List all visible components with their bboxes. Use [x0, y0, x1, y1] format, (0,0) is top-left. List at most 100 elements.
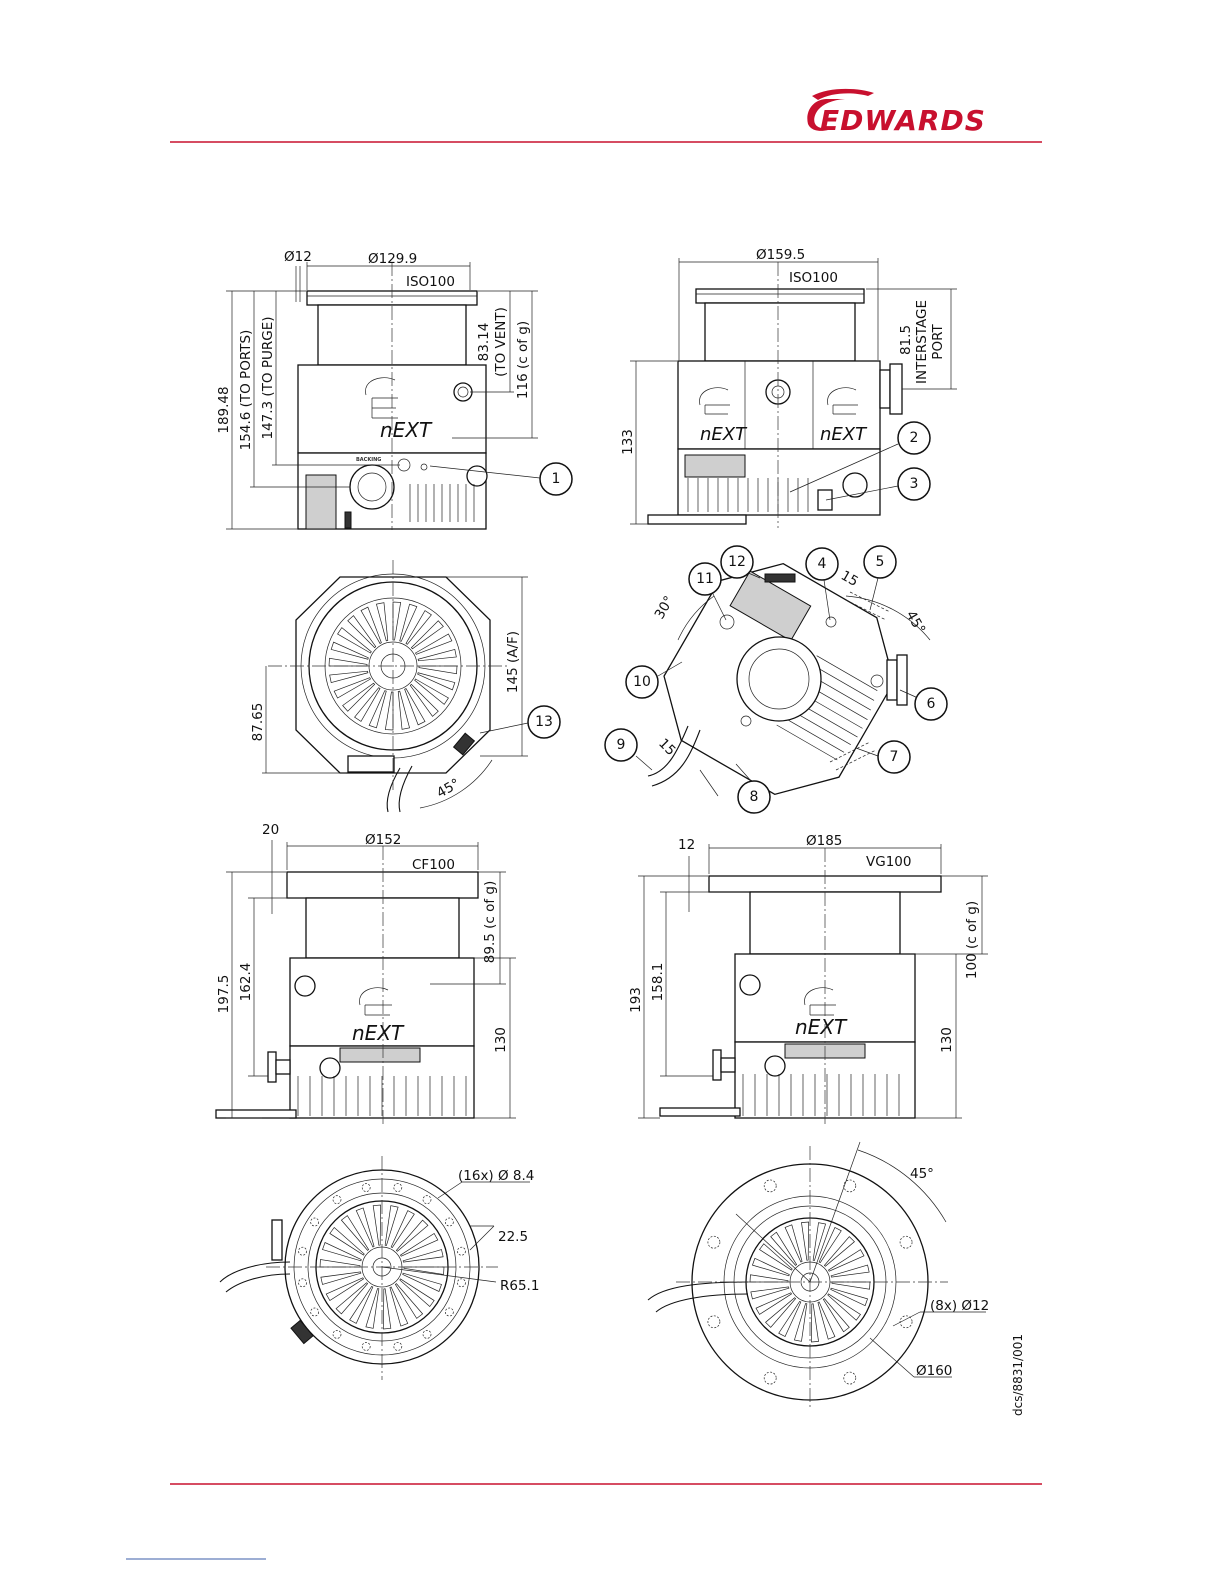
label-vg100: VG100 [866, 854, 911, 870]
rotor-blade [335, 1282, 369, 1315]
dim-83-14: 83.14 [476, 323, 492, 362]
view-cf100-top: (16x) Ø 8.4 22.5 R65.1 [219, 1156, 539, 1380]
bolt-hole [361, 1183, 371, 1192]
bolt-hole [310, 1307, 320, 1317]
bolt-hole [332, 1329, 342, 1339]
view-iso100-side-2: nEXT nEXT Ø159.5 ISO100 133 [620, 247, 957, 528]
callout-3 [897, 467, 931, 501]
callout-11-label: 11 [696, 571, 714, 587]
bolt-hole [422, 1329, 432, 1339]
rotor-blade [322, 1242, 362, 1262]
view-top-detail: 30° 15 45° 15 12 11 4 5 6 7 8 9 10 [604, 545, 948, 814]
rotor-blade [405, 610, 432, 645]
bolt-hole [763, 1371, 777, 1385]
rotor-blade [402, 1249, 444, 1263]
rotor-blade [409, 683, 439, 717]
bolt-hole [843, 1179, 857, 1193]
dim-193: 193 [628, 987, 644, 1013]
rotor-blade [399, 603, 418, 642]
label-cf100: CF100 [412, 857, 455, 873]
rotor-blade [759, 1243, 793, 1271]
bolt-hole [457, 1246, 466, 1256]
rotor-blade [383, 1288, 392, 1330]
callout-6 [914, 687, 948, 721]
rotor-blade [750, 1286, 790, 1300]
product-mark-3: nEXT [820, 424, 868, 445]
rotor-blade [793, 1303, 808, 1342]
callout-2 [897, 421, 931, 455]
callout-9-label: 9 [617, 737, 626, 753]
bolt-hole [298, 1278, 307, 1288]
dim-8x-o12: (8x) Ø12 [930, 1298, 989, 1314]
dim-o129-9: Ø129.9 [368, 251, 417, 267]
bolt-hole [361, 1342, 371, 1351]
rotor-blade [389, 1286, 409, 1327]
rotor-blade [770, 1231, 798, 1266]
dim-130-2: 130 [939, 1027, 955, 1053]
rotor-blade [404, 688, 426, 726]
product-mark-4: nEXT [352, 1021, 405, 1045]
rotor-blade [329, 670, 369, 683]
dim-145-af: 145 (A/F) [505, 631, 521, 693]
dim-197-5: 197.5 [216, 975, 232, 1014]
dim-22-5: 22.5 [498, 1229, 528, 1245]
bolt-hole [763, 1179, 777, 1193]
rotor-blade [414, 678, 449, 705]
bolt-hole [298, 1246, 307, 1256]
callout-3-label: 3 [910, 476, 919, 492]
dim-o159-5: Ø159.5 [756, 247, 805, 263]
callout-11 [688, 562, 722, 596]
rotor-blade [333, 677, 371, 699]
callout-5-label: 5 [876, 554, 885, 570]
rotor-blade [397, 690, 410, 730]
rotor-blade [765, 1297, 797, 1328]
bolt-hole [707, 1315, 721, 1329]
edwards-logo: EDWARDS [807, 88, 985, 137]
bolt-hole [422, 1195, 432, 1205]
rotor-blade [395, 1219, 429, 1252]
label-iso100-1: ISO100 [406, 274, 455, 290]
bolt-hole [444, 1307, 454, 1317]
rotor-blade [827, 1293, 861, 1321]
rotor-blade [325, 1277, 364, 1302]
dim-o160: Ø160 [916, 1363, 952, 1379]
dim-100-cofg: 100 (c of g) [964, 901, 980, 979]
dim-to-vent: (TO VENT) [493, 307, 509, 377]
view-iso-top: 87.65 145 (A/F) 45° 13 [250, 560, 561, 813]
dim-o185: Ø185 [806, 833, 842, 849]
dim-130-1: 130 [493, 1027, 509, 1053]
bolt-hole [310, 1217, 320, 1227]
callout-4 [805, 547, 839, 581]
rotor-blade [390, 1210, 415, 1249]
dim-30deg: 30° [652, 593, 678, 622]
callout-7 [877, 740, 911, 774]
rotor-blade [337, 627, 372, 654]
dim-133: 133 [620, 429, 636, 455]
callout-8 [737, 780, 771, 814]
rotor-blade [417, 672, 456, 691]
rotor-blade [349, 1285, 374, 1324]
bolt-hole [332, 1195, 342, 1205]
bolt-hole [393, 1342, 403, 1351]
dim-81-5: 81.5 [898, 325, 914, 355]
rotor-blade [330, 641, 369, 660]
rotor-blade [415, 633, 453, 655]
callout-13-label: 13 [535, 714, 553, 730]
view-vg100-top: 45° (8x) Ø12 Ø160 [647, 1141, 989, 1410]
view-vg100-side: nEXT Ø185 VG100 12 193 158.1 [628, 833, 988, 1124]
rotor-blade [347, 615, 377, 649]
callout-1-label: 1 [552, 471, 561, 487]
bolt-hole [899, 1315, 913, 1329]
rotor-blade [830, 1264, 870, 1278]
product-mark-5: nEXT [795, 1015, 848, 1039]
dim-45deg-3: 45° [910, 1166, 934, 1182]
label-port: PORT [930, 324, 946, 360]
bolt-hole [444, 1217, 454, 1227]
callout-1 [539, 462, 573, 496]
bolt-hole [899, 1235, 913, 1249]
dim-89-5-cofg: 89.5 (c of g) [482, 881, 498, 963]
bolt-hole [707, 1235, 721, 1249]
backing-label: BACKING [356, 457, 381, 463]
dim-15-a: 15 [838, 568, 861, 590]
